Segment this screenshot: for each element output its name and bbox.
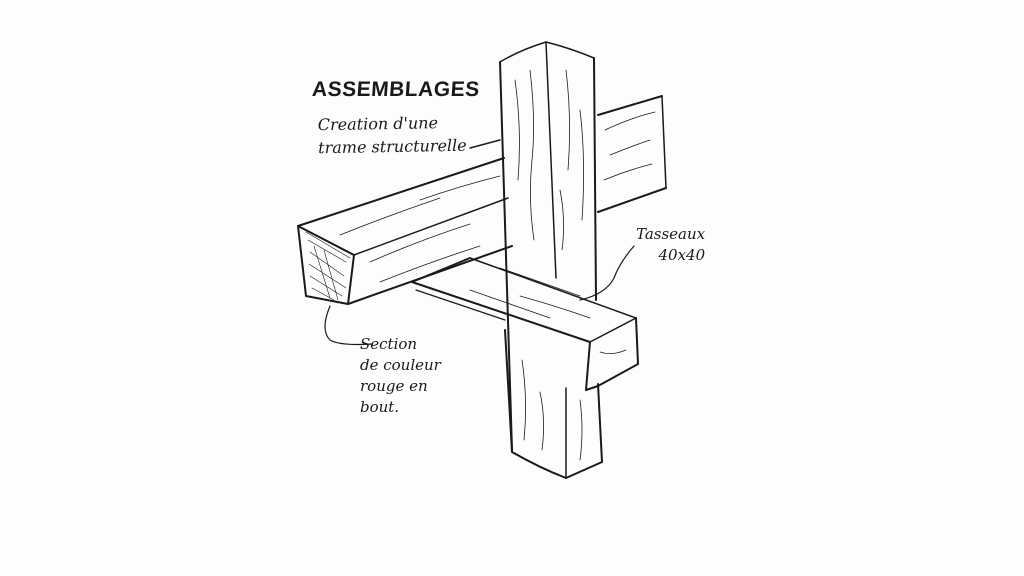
vertical-post xyxy=(499,41,597,451)
section-label-line: de couleur xyxy=(360,356,441,374)
tasseaux-size: 40x40 xyxy=(658,246,706,264)
drawing-title: ASSEMBLAGES xyxy=(311,78,481,101)
beam-end-section xyxy=(297,225,355,305)
subtitle-line: Creation d'une xyxy=(317,113,439,135)
section-label: Section de couleur rouge en bout. xyxy=(360,334,441,418)
section-label-line: rouge en xyxy=(360,377,428,395)
section-label-line: Section xyxy=(360,335,418,353)
section-label-line: bout. xyxy=(360,398,400,416)
subtitle-line: trame structurelle xyxy=(318,135,467,158)
front-beam xyxy=(297,157,513,305)
vertical-post-lower xyxy=(504,329,603,479)
leader-line-section xyxy=(324,305,373,346)
back-beam xyxy=(469,95,667,213)
drawing-subtitle: Creation d'une trame structurelle xyxy=(318,111,467,160)
tasseaux-label-line: Tasseaux xyxy=(636,225,706,243)
crossbeam-tasseau xyxy=(411,257,639,391)
tasseaux-label: Tasseaux 40x40 xyxy=(636,224,705,266)
leader-line-tasseaux xyxy=(579,245,635,301)
